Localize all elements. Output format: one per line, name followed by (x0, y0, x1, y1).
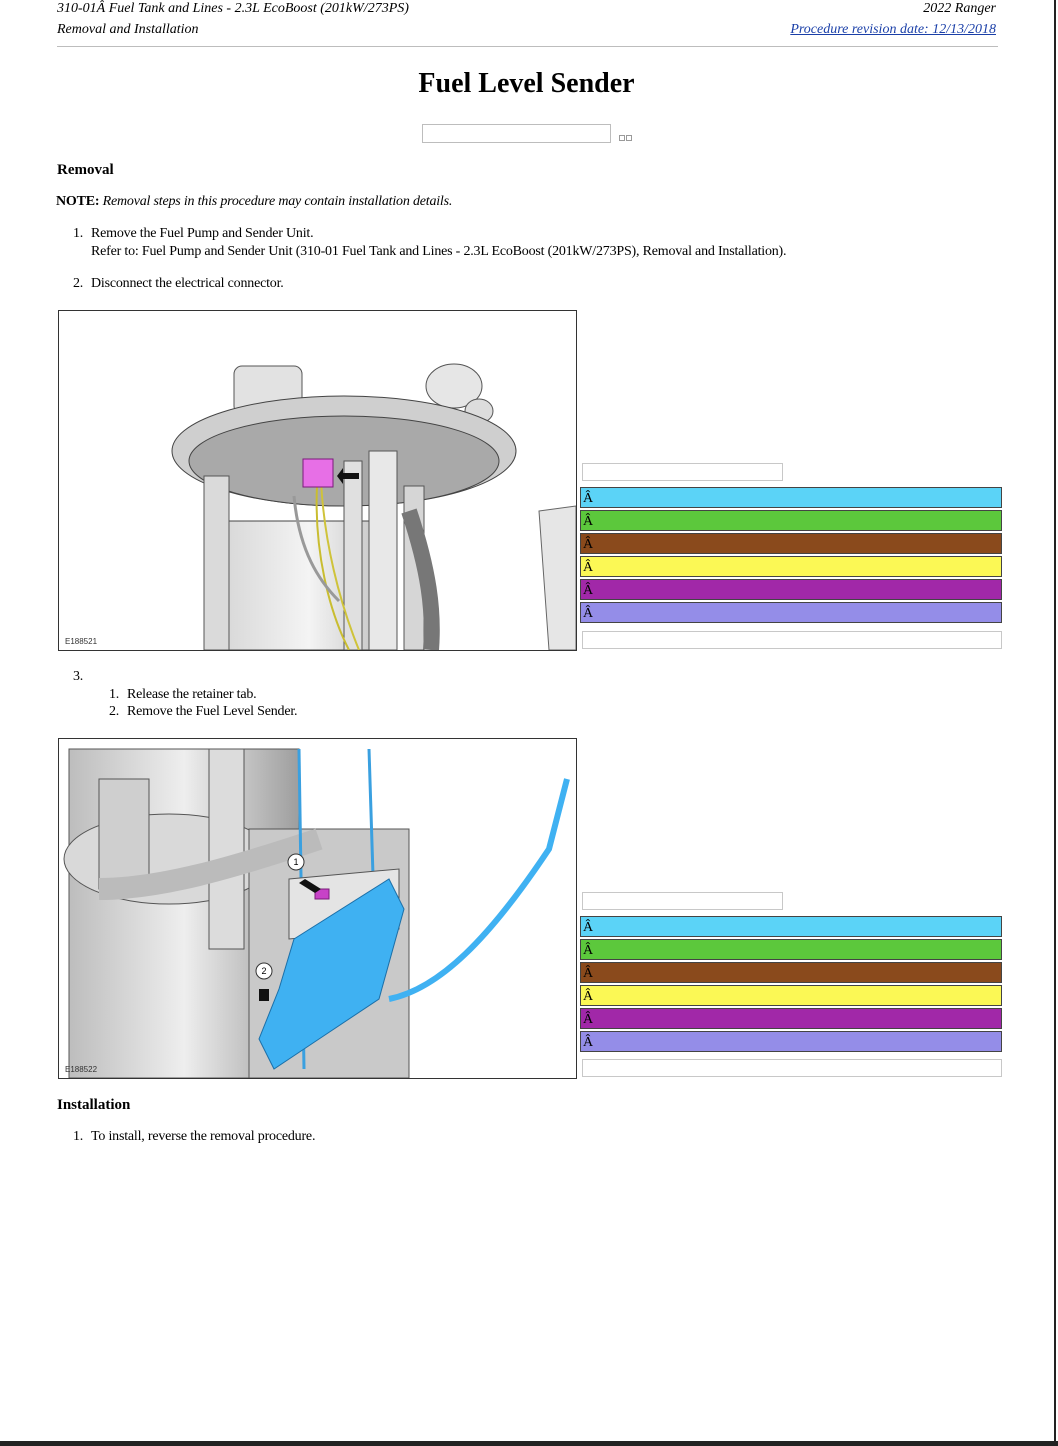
legend-swatch-brown: Â (580, 962, 1002, 983)
vehicle-model: 2022 Ranger (923, 1, 996, 16)
search-controls (619, 128, 633, 146)
legend-swatch-lavender: Â (580, 602, 1002, 623)
page-border-right (1054, 0, 1056, 1446)
legend-header-box (582, 892, 783, 910)
doc-type: Removal and Installation (57, 22, 199, 37)
figure-fuel-level-sender: 1 2 E188522 (58, 738, 577, 1079)
legend-swatch-green: Â (580, 510, 1002, 531)
legend-header-box (582, 463, 783, 481)
legend-footer-box (582, 1059, 1002, 1077)
doc-section-title: 310-01Â Fuel Tank and Lines - 2.3L EcoBo… (57, 1, 409, 16)
step-3-substep-2-text: Remove the Fuel Level Sender. (127, 704, 298, 719)
page-border-bottom (0, 1441, 1058, 1446)
mini-button[interactable] (619, 135, 625, 141)
installation-step-1-text: To install, reverse the removal procedur… (91, 1129, 316, 1144)
legend-swatch-brown: Â (580, 533, 1002, 554)
step-number: 3. (73, 669, 84, 684)
legend-swatch-yellow: Â (580, 985, 1002, 1006)
substep-number: 1. (109, 687, 120, 702)
header-divider (57, 46, 998, 47)
search-input[interactable] (422, 124, 611, 143)
fuel-pump-illustration (171, 363, 576, 650)
legend-swatch-green: Â (580, 939, 1002, 960)
figure-id: E188521 (65, 637, 98, 646)
substep-number: 2. (109, 704, 120, 719)
step-number: 1. (73, 226, 84, 241)
figure-electrical-connector: E188521 (58, 310, 577, 651)
legend-swatch-cyan: Â (580, 916, 1002, 937)
removal-heading: Removal (57, 162, 114, 178)
step-1-text: Remove the Fuel Pump and Sender Unit. (91, 226, 314, 241)
revision-date-link[interactable]: Procedure revision date: 12/13/2018 (790, 22, 996, 37)
installation-heading: Installation (57, 1097, 131, 1113)
callout-1: 1 (293, 857, 298, 867)
note: NOTE: Removal steps in this procedure ma… (56, 193, 452, 211)
callout-2: 2 (261, 966, 266, 976)
page-title: Fuel Level Sender (418, 68, 635, 99)
legend-swatch-cyan: Â (580, 487, 1002, 508)
legend-swatch-lavender: Â (580, 1031, 1002, 1052)
legend-footer-box (582, 631, 1002, 649)
legend-swatch-magenta: Â (580, 1008, 1002, 1029)
legend-swatch-yellow: Â (580, 556, 1002, 577)
mini-button[interactable] (626, 135, 632, 141)
note-label: NOTE: (56, 194, 100, 209)
note-text: Removal steps in this procedure may cont… (99, 194, 453, 209)
step-3-substep-1-text: Release the retainer tab. (127, 687, 257, 702)
figure-id: E188522 (65, 1065, 98, 1074)
step-number: 2. (73, 276, 84, 291)
legend-swatch-magenta: Â (580, 579, 1002, 600)
step-2-text: Disconnect the electrical connector. (91, 276, 284, 291)
step-1-reference[interactable]: Refer to: Fuel Pump and Sender Unit (310… (91, 244, 787, 259)
sender-removal-illustration: 1 2 (63, 748, 570, 1078)
step-number: 1. (73, 1129, 84, 1144)
